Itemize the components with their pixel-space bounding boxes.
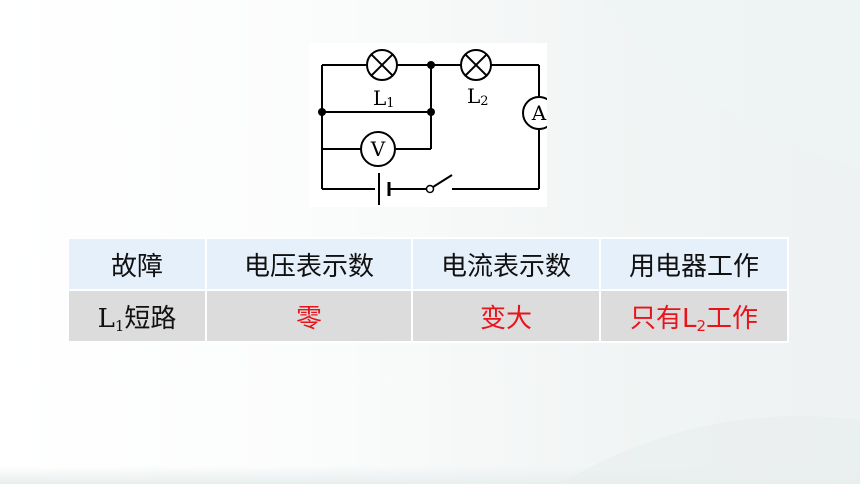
junction-dot	[427, 61, 435, 69]
switch-lever	[432, 174, 453, 188]
cell-current-answer: 变大	[411, 289, 601, 343]
voltmeter-label: V	[370, 137, 386, 161]
lamp-l2-label: L2	[467, 84, 489, 109]
header-cell-current: 电流表示数	[411, 237, 601, 291]
lamp-l2-icon	[460, 49, 492, 81]
ammeter-label: A	[531, 101, 547, 125]
junction-dot	[318, 108, 326, 116]
junction-dot	[427, 108, 435, 116]
bottom-decoration	[0, 466, 860, 484]
table-row: L1短路 零 变大 只有L2工作	[67, 289, 789, 343]
header-cell-fault: 故障	[67, 237, 207, 291]
table-header-row: 故障 电压表示数 电流表示数 用电器工作	[67, 237, 789, 291]
cell-fault: L1短路	[67, 289, 207, 343]
cell-appliance-answer: 只有L2工作	[599, 289, 789, 343]
header-cell-appliance: 用电器工作	[599, 237, 789, 291]
fault-analysis-table: 故障 电压表示数 电流表示数 用电器工作 L1短路 零 变大 只有L2工作	[67, 237, 789, 343]
lamp-l1-label: L1	[373, 86, 395, 111]
lamp-l1-icon	[366, 49, 398, 81]
circuit-diagram: L1 L2 A V	[309, 43, 547, 207]
voltmeter-icon: V	[360, 131, 396, 167]
cell-voltage-answer: 零	[205, 289, 413, 343]
ammeter-icon: A	[522, 96, 547, 130]
switch-contact	[425, 184, 435, 194]
header-cell-voltage: 电压表示数	[205, 237, 413, 291]
